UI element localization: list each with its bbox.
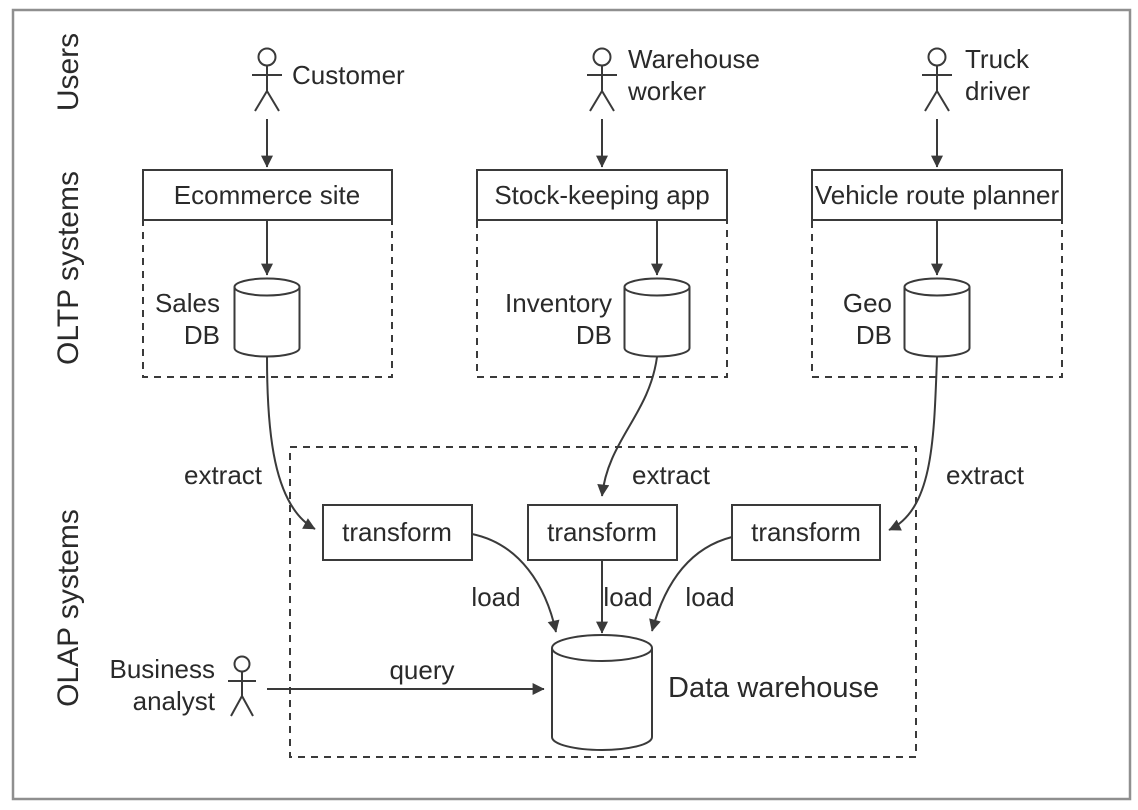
transform-box-middle — [527, 504, 678, 561]
warehouse-worker-label-line2: worker — [627, 76, 706, 106]
geo-db: Geo DB — [843, 277, 971, 358]
warehouse-cylinder-top-icon — [551, 634, 653, 662]
database-cylinder-icon — [233, 287, 301, 358]
section-label-oltp: OLTP systems — [52, 171, 85, 365]
actor-to-app-arrows — [261, 119, 943, 168]
data-warehouse: Data warehouse — [551, 634, 879, 751]
business-analyst-label-line1: Business — [110, 654, 216, 684]
truck-driver-label-line2: driver — [965, 76, 1030, 106]
sales-system-boundary — [142, 219, 393, 378]
business-analyst-actor — [228, 655, 256, 717]
customer-actor — [252, 47, 282, 112]
load-label-left: load — [471, 582, 520, 612]
database-cylinder-top-icon — [903, 277, 971, 297]
sales-db: Sales DB — [155, 277, 301, 358]
data-warehouse-label: Data warehouse — [668, 672, 879, 704]
database-cylinder-top-icon — [233, 277, 301, 297]
transform-label-middle: transform — [547, 517, 657, 547]
ecommerce-site-label: Ecommerce site — [174, 180, 360, 210]
sales-db-label-line2: DB — [184, 320, 220, 350]
transform-label-left: transform — [342, 517, 452, 547]
geo-db-label-line1: Geo — [843, 288, 892, 318]
person-body-icon — [228, 671, 256, 717]
database-cylinder-icon — [903, 287, 971, 358]
warehouse-worker-label-line1: Warehouse — [628, 44, 760, 74]
query-label: query — [389, 655, 454, 685]
database-cylinder-top-icon — [623, 277, 691, 297]
inventory-db-label-line2: DB — [576, 320, 612, 350]
transform-boxes: transform transform transform — [322, 504, 881, 561]
vehicle-route-planner-box — [811, 169, 1063, 221]
person-body-icon — [587, 65, 617, 112]
sales-db-label-line1: Sales — [155, 288, 220, 318]
extract-label-right: extract — [946, 460, 1025, 490]
person-body-icon — [922, 65, 952, 112]
transform-box-left — [322, 504, 473, 561]
warehouse-worker-actor — [587, 47, 617, 112]
vehicle-route-planner-label: Vehicle route planner — [815, 180, 1060, 210]
section-label-olap: OLAP systems — [52, 509, 85, 707]
inventory-db-label-line1: Inventory — [505, 288, 612, 318]
person-icon — [257, 47, 277, 67]
arrow-extract-geo — [888, 356, 938, 531]
person-icon — [592, 47, 612, 67]
database-cylinder-icon — [623, 287, 691, 358]
load-label-right: load — [685, 582, 734, 612]
arrow-load-left — [471, 533, 560, 633]
stock-keeping-app-label: Stock-keeping app — [494, 180, 709, 210]
geo-db-label-line2: DB — [856, 320, 892, 350]
geo-system-boundary — [811, 219, 1063, 378]
arrow-extract-sales — [266, 356, 316, 530]
warehouse-cylinder-icon — [551, 648, 653, 751]
figure-border — [11, 8, 1132, 801]
app-to-db-arrows — [261, 221, 943, 276]
transform-box-right — [731, 504, 881, 561]
load-arrows — [471, 533, 733, 634]
oltp-dashed-boundaries — [142, 219, 1063, 378]
extract-arrows — [266, 356, 938, 531]
extract-label-left: extract — [184, 460, 263, 490]
load-label-middle: load — [603, 582, 652, 612]
business-analyst-label-line2: analyst — [133, 686, 216, 716]
person-body-icon — [252, 65, 282, 112]
section-label-users: Users — [52, 33, 85, 111]
truck-driver-actor — [922, 47, 952, 112]
person-icon — [927, 47, 947, 67]
flow-labels: extract extract extract load load load q… — [184, 460, 1025, 685]
transform-label-right: transform — [751, 517, 861, 547]
person-icon — [233, 655, 251, 673]
section-labels: Users OLTP systems OLAP systems — [52, 33, 85, 707]
stock-keeping-app-box — [476, 169, 728, 221]
arrow-extract-inventory — [597, 356, 658, 497]
extract-label-middle: extract — [632, 460, 711, 490]
inventory-system-boundary — [476, 219, 728, 378]
ecommerce-site-box — [142, 169, 393, 221]
olap-system-boundary — [289, 446, 917, 758]
customer-label: Customer — [292, 60, 405, 90]
truck-driver-label-line1: Truck — [965, 44, 1030, 74]
application-boxes: Ecommerce site Stock-keeping app Vehicle… — [142, 169, 1063, 221]
inventory-db: Inventory DB — [505, 277, 691, 358]
arrow-load-right — [649, 536, 733, 632]
